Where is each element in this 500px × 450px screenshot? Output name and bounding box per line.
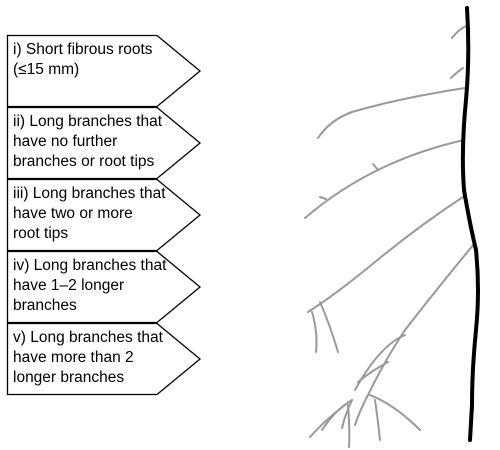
category-1-line-2: (≤15 mm) [13, 61, 80, 78]
lateral-root-branch-2d [341, 399, 353, 429]
category-3-line-3: root tips [13, 225, 69, 242]
lateral-root-long-simple-1 [317, 87, 466, 139]
category-label-5: v) Long branches that have more than 2 l… [13, 328, 173, 388]
arrow-box-shape [6, 250, 202, 324]
category-5-line-3: longer branches [13, 369, 125, 386]
category-label-1: i) Short fibrous roots (≤15 mm) [13, 40, 173, 80]
category-3-line-1: iii) Long branches that [13, 185, 166, 202]
lateral-root-branch-2g [347, 404, 351, 448]
category-3-line-2: have two or more [13, 205, 133, 222]
lateral-root-branch-2c [369, 394, 421, 431]
category-label-3: iii) Long branches that have two or more… [13, 184, 173, 244]
lateral-root-branch-1b [311, 311, 318, 353]
category-2-line-3: branches or root tips [13, 153, 155, 170]
arrow-box-shape [6, 34, 202, 108]
category-4-line-1: iv) Long branches that [13, 257, 167, 274]
category-box-2: ii) Long branches that have no further b… [6, 106, 202, 180]
lateral-root-branch-1a [319, 301, 339, 353]
lateral-root-tip-1 [372, 163, 379, 171]
category-label-2: ii) Long branches that have no further b… [13, 112, 173, 172]
category-box-1: i) Short fibrous roots (≤15 mm) [6, 34, 202, 108]
main-root [460, 6, 480, 442]
category-5-line-2: have more than 2 [13, 349, 134, 366]
category-box-3: iii) Long branches that have two or more… [6, 178, 202, 252]
lateral-root-branch-2e [374, 399, 381, 441]
lateral-root-branching-1 [307, 194, 467, 313]
arrow-box-shape [6, 106, 202, 180]
category-2-line-2: have no further [13, 133, 118, 150]
category-4-line-3: branches [13, 297, 77, 314]
lateral-root-short-1 [451, 25, 467, 39]
lateral-root-long-simple-2 [304, 139, 465, 219]
category-label-4: iv) Long branches that have 1–2 longer b… [13, 256, 173, 316]
lateral-root-branch-2a [354, 334, 406, 391]
arrow-box-shape [6, 322, 202, 396]
lateral-root-branch-2h [309, 404, 346, 438]
category-box-4: iv) Long branches that have 1–2 longer b… [6, 250, 202, 324]
lateral-root-branch-2b [357, 361, 389, 383]
lateral-root-tip-2 [319, 196, 327, 200]
category-1-line-1: i) Short fibrous roots [13, 41, 153, 58]
category-4-line-2: have 1–2 longer [13, 277, 125, 294]
arrow-box-shape [6, 178, 202, 252]
category-box-5: v) Long branches that have more than 2 l… [6, 322, 202, 396]
category-5-line-1: v) Long branches that [13, 329, 163, 346]
lateral-root-short-2 [450, 67, 464, 79]
category-2-line-1: ii) Long branches that [13, 113, 163, 130]
lateral-root-branching-2 [354, 243, 475, 426]
